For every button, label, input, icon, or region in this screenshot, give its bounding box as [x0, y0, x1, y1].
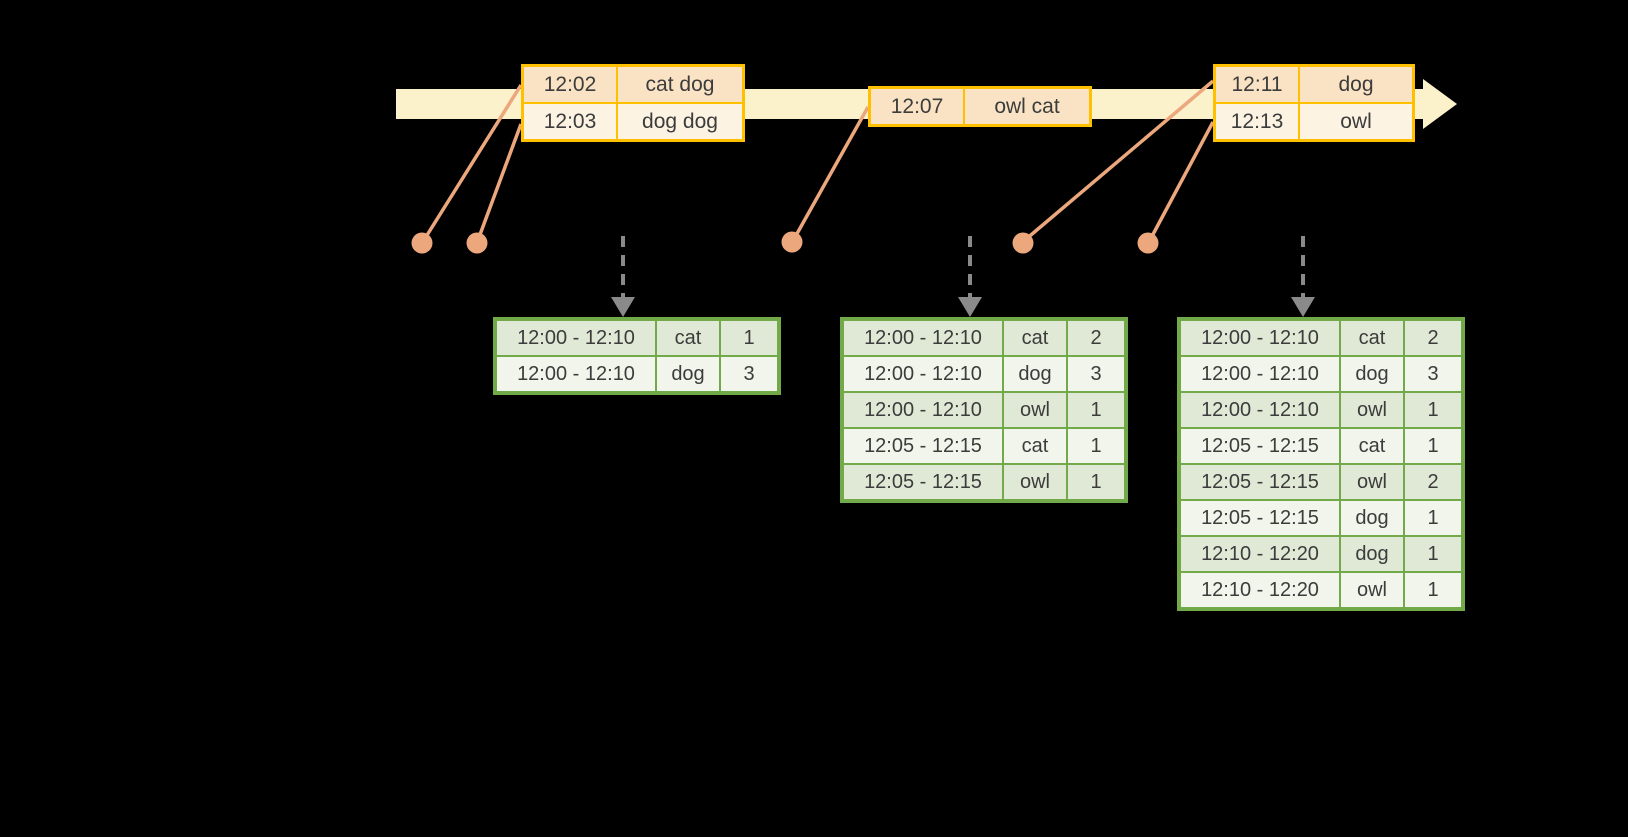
- window-cell: 12:00 - 12:10: [1178, 318, 1341, 357]
- window-cell: 12:10 - 12:20: [1178, 571, 1341, 610]
- word-cell: dog: [1002, 355, 1068, 393]
- word-cell: owl: [1339, 391, 1405, 429]
- window-cell: 12:00 - 12:10: [1178, 391, 1341, 429]
- count-cell: 1: [1066, 463, 1127, 502]
- count-cell: 1: [1403, 499, 1464, 537]
- table-row: 12:05 - 12:15 dog 1: [1178, 499, 1464, 537]
- count-cell: 2: [1066, 318, 1127, 357]
- count-cell: 3: [1066, 355, 1127, 393]
- window-cell: 12:10 - 12:20: [1178, 535, 1341, 573]
- count-cell: 1: [1066, 391, 1127, 429]
- event-dot: [781, 231, 803, 253]
- event-words-cell: cat dog: [616, 64, 745, 104]
- table-row: 12:00 - 12:10 owl 1: [1178, 391, 1464, 429]
- count-cell: 1: [1403, 535, 1464, 573]
- event-box-3: 12:11 dog 12:13 owl: [1213, 64, 1415, 142]
- trigger-arrow-icon: [958, 236, 982, 317]
- table-row: 12:00 - 12:10 dog 3: [494, 355, 780, 394]
- result-table-3: 12:00 - 12:10 cat 2 12:00 - 12:10 dog 3 …: [1177, 317, 1465, 611]
- count-cell: 3: [1403, 355, 1464, 393]
- count-cell: 1: [719, 318, 780, 357]
- word-cell: cat: [1339, 318, 1405, 357]
- window-cell: 12:00 - 12:10: [494, 318, 657, 357]
- table-row: 12:05 - 12:15 cat 1: [1178, 427, 1464, 465]
- window-cell: 12:05 - 12:15: [841, 463, 1004, 502]
- word-cell: owl: [1339, 571, 1405, 610]
- event-row: 12:13 owl: [1213, 102, 1415, 142]
- event-time-cell: 12:02: [521, 64, 618, 104]
- word-cell: dog: [1339, 355, 1405, 393]
- table-row: 12:00 - 12:10 dog 3: [1178, 355, 1464, 393]
- event-dot: [1012, 232, 1034, 254]
- event-words-cell: dog dog: [616, 102, 745, 142]
- table-row: 12:05 - 12:15 cat 1: [841, 427, 1127, 465]
- count-cell: 1: [1403, 427, 1464, 465]
- event-connector-line: [792, 106, 870, 240]
- word-cell: dog: [655, 355, 721, 394]
- timeline-arrowhead-icon: [1423, 79, 1457, 129]
- event-box-2: 12:07 owl cat: [868, 86, 1092, 127]
- table-row: 12:00 - 12:10 cat 1: [494, 318, 780, 357]
- result-table-2: 12:00 - 12:10 cat 2 12:00 - 12:10 dog 3 …: [840, 317, 1128, 503]
- word-cell: cat: [655, 318, 721, 357]
- count-cell: 1: [1403, 391, 1464, 429]
- event-box-1: 12:02 cat dog 12:03 dog dog: [521, 64, 745, 142]
- window-cell: 12:05 - 12:15: [841, 427, 1004, 465]
- word-cell: cat: [1002, 318, 1068, 357]
- table-row: 12:10 - 12:20 owl 1: [1178, 571, 1464, 610]
- word-cell: cat: [1002, 427, 1068, 465]
- event-connector-line: [476, 123, 523, 241]
- word-cell: owl: [1002, 463, 1068, 502]
- count-cell: 3: [719, 355, 780, 394]
- word-cell: dog: [1339, 499, 1405, 537]
- window-cell: 12:00 - 12:10: [841, 318, 1004, 357]
- event-row: 12:07 owl cat: [868, 86, 1092, 127]
- window-cell: 12:05 - 12:15: [1178, 463, 1341, 501]
- window-cell: 12:00 - 12:10: [1178, 355, 1341, 393]
- word-cell: owl: [1002, 391, 1068, 429]
- trigger-arrow-icon: [1291, 236, 1315, 317]
- event-row: 12:11 dog: [1213, 64, 1415, 104]
- count-cell: 2: [1403, 463, 1464, 501]
- trigger-arrow-icon: [611, 236, 635, 317]
- event-connector-line: [1023, 79, 1215, 242]
- window-cell: 12:00 - 12:10: [841, 391, 1004, 429]
- event-words-cell: dog: [1298, 64, 1415, 104]
- count-cell: 1: [1403, 571, 1464, 610]
- event-time-cell: 12:11: [1213, 64, 1300, 104]
- event-dot: [1137, 232, 1159, 254]
- result-table-1: 12:00 - 12:10 cat 1 12:00 - 12:10 dog 3: [493, 317, 781, 395]
- table-row: 12:05 - 12:15 owl 1: [841, 463, 1127, 502]
- window-cell: 12:00 - 12:10: [494, 355, 657, 394]
- word-cell: dog: [1339, 535, 1405, 573]
- table-row: 12:00 - 12:10 cat 2: [1178, 318, 1464, 357]
- event-dot: [411, 232, 433, 254]
- count-cell: 1: [1066, 427, 1127, 465]
- table-row: 12:00 - 12:10 cat 2: [841, 318, 1127, 357]
- event-time-cell: 12:13: [1213, 102, 1300, 142]
- event-row: 12:03 dog dog: [521, 102, 745, 142]
- count-cell: 2: [1403, 318, 1464, 357]
- event-time-cell: 12:03: [521, 102, 618, 142]
- word-cell: cat: [1339, 427, 1405, 465]
- event-connector-line: [1148, 121, 1215, 241]
- event-words-cell: owl cat: [963, 86, 1092, 127]
- window-cell: 12:00 - 12:10: [841, 355, 1004, 393]
- event-connector-line: [422, 84, 523, 241]
- table-row: 12:05 - 12:15 owl 2: [1178, 463, 1464, 501]
- table-row: 12:10 - 12:20 dog 1: [1178, 535, 1464, 573]
- word-cell: owl: [1339, 463, 1405, 501]
- table-row: 12:00 - 12:10 dog 3: [841, 355, 1127, 393]
- event-dot: [466, 232, 488, 254]
- window-cell: 12:05 - 12:15: [1178, 499, 1341, 537]
- event-words-cell: owl: [1298, 102, 1415, 142]
- event-row: 12:02 cat dog: [521, 64, 745, 104]
- event-time-cell: 12:07: [868, 86, 965, 127]
- table-row: 12:00 - 12:10 owl 1: [841, 391, 1127, 429]
- window-cell: 12:05 - 12:15: [1178, 427, 1341, 465]
